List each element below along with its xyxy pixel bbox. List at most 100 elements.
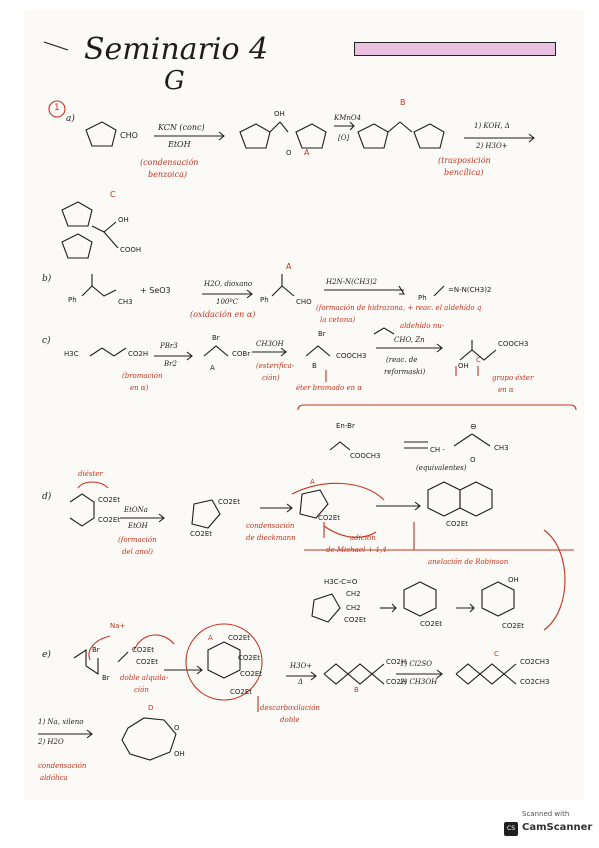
- c-reagent-top: PBr3: [160, 342, 178, 350]
- notebook-page: Seminario 4 G: [24, 10, 584, 800]
- c-red-note3-2: en α: [498, 386, 514, 394]
- e-reagent-top: H3O+: [290, 662, 313, 670]
- structures-drawing: [38, 41, 577, 761]
- c-cooch3-2: COOCH3: [498, 340, 529, 348]
- b-product-ph: Ph: [418, 294, 427, 302]
- f-note-2: aldólica: [40, 774, 68, 782]
- e-label-B: B: [354, 686, 359, 694]
- d-red-top: diéster: [78, 470, 103, 478]
- part-b-label: b): [42, 274, 52, 284]
- e-br2: Br: [102, 674, 110, 682]
- e-co2ch3-2: CO2CH3: [520, 678, 550, 686]
- a-note-2: benzoica): [148, 170, 187, 179]
- c-box-label: En-Br: [336, 422, 355, 430]
- e-label-A: A: [208, 634, 213, 642]
- c-co2h: CO2H: [128, 350, 149, 358]
- f-label-D: D: [148, 704, 154, 712]
- c-box-ch3: CH3: [494, 444, 509, 452]
- d-mech-ch2: CH2: [346, 590, 361, 598]
- e-red-note-1: descarboxilación: [260, 704, 320, 712]
- a-label-A: A: [304, 148, 310, 157]
- c-label-C: C: [476, 356, 481, 364]
- c-note3-2: reformaski): [384, 368, 426, 376]
- d-note2-1: condensación: [246, 522, 295, 530]
- d-mech-ch2b: CH2: [346, 604, 361, 612]
- b-ph: Ph: [68, 296, 77, 304]
- e-reagent2-line1: 1) Cl2SO: [400, 660, 432, 668]
- highlight-bar: [354, 42, 556, 56]
- e-red-note-2: doble: [280, 716, 300, 724]
- part-e-label: e): [42, 650, 51, 660]
- c-note-2: en α): [130, 384, 149, 392]
- b-note2-1: (formación de hidrazona, + reac. el alde…: [316, 304, 482, 312]
- b-ch3: CH3: [118, 298, 133, 306]
- e-co2et-1: CO2Et: [132, 646, 155, 654]
- b-ph2: Ph: [260, 296, 269, 304]
- c-box-equiv: (equivalentes): [416, 464, 467, 472]
- a-oh: OH: [274, 110, 285, 118]
- e-box-co2et-1: CO2Et: [228, 634, 251, 642]
- d-mech-co2et: CO2Et: [344, 616, 367, 624]
- d-mech-co2et2: CO2Et: [420, 620, 443, 628]
- part-d-label: d): [42, 492, 52, 502]
- d-co2et-1: CO2Et: [98, 496, 121, 504]
- d-co2et-4: CO2Et: [190, 530, 213, 538]
- c-reagent3: CHO, Zn: [394, 336, 425, 344]
- a-reagent2-top: KMnO4: [334, 114, 362, 122]
- c-note2-2: ción): [262, 374, 280, 382]
- camscanner-name: CamScanner: [522, 822, 593, 833]
- a-note-1: (condensación: [140, 158, 199, 167]
- camscanner-logo-icon: CS: [504, 822, 518, 836]
- b-note2-2: la cetona): [320, 316, 356, 324]
- d-reagent-bottom: EtOH: [128, 522, 148, 530]
- b-reagent-top: H2O, dioxano: [204, 280, 253, 288]
- c-box-o: O: [470, 456, 476, 464]
- e-br1: Br: [92, 646, 100, 654]
- d-note-1: (formación: [118, 536, 157, 544]
- c-oh: OH: [458, 362, 469, 370]
- e-box-co2et-2: CO2Et: [238, 654, 261, 662]
- a-reagent2-bottom: [O]: [338, 134, 350, 142]
- d-red-note-1: adición: [350, 534, 376, 542]
- b-note: (oxidación en α): [190, 310, 256, 319]
- e-co2h-1: CO2H: [386, 658, 407, 666]
- e-reagent-bottom: Δ: [298, 678, 304, 686]
- c-label-B: B: [312, 362, 317, 370]
- d-co2et-3: CO2Et: [218, 498, 241, 506]
- d-mech-label: H3C-C=O: [324, 578, 358, 586]
- d-red-note2: anelación de Robinson: [428, 558, 509, 566]
- c-h3c: H3C: [64, 350, 79, 358]
- b-reagent2: H2N-N(CH3)2: [326, 278, 378, 286]
- f-o: O: [174, 724, 180, 732]
- d-co2et-2: CO2Et: [98, 516, 121, 524]
- a-reactant-cho: CHO: [120, 131, 138, 140]
- e-note-2: ción: [134, 686, 149, 694]
- c-red-note3-1: grupo éster: [492, 374, 534, 382]
- e-co2ch3-1: CO2CH3: [520, 658, 550, 666]
- c-note-1: (bromación: [122, 372, 163, 380]
- c-br2: Br: [318, 330, 326, 338]
- b-product-tail: =N-N(CH3)2: [448, 286, 492, 294]
- e-co2h-2: CO2H: [386, 678, 407, 686]
- c-oh: OH: [118, 216, 129, 224]
- d-mech-co2et3: CO2Et: [502, 622, 525, 630]
- c-reagent2: CH3OH: [256, 340, 284, 348]
- b-reagent-bottom: 100ºC: [216, 298, 239, 306]
- f-reagent-line1: 1) Na, xileno: [38, 718, 84, 726]
- f-oh: OH: [174, 750, 185, 758]
- c-cooch3: COOCH3: [336, 352, 367, 360]
- d-mech-oh: OH: [508, 576, 519, 584]
- d-reagent-top: EtONa: [124, 506, 148, 514]
- c-note3-1: (reac. de: [386, 356, 418, 364]
- d-red-note-2: de Michael + 1,4: [326, 546, 387, 554]
- part-a-label: a): [66, 114, 75, 124]
- c-note2-1: (esterifica-: [256, 362, 295, 370]
- c-red-note-eter: éter bromado en α: [296, 384, 363, 392]
- d-co2et-6: CO2Et: [446, 520, 469, 528]
- f-note-1: condensación: [38, 762, 87, 770]
- e-na: Na+: [110, 622, 126, 630]
- e-note-1: doble alquila-: [120, 674, 169, 682]
- a-reagent-top: KCN (conc): [158, 123, 205, 132]
- part-c-label: c): [42, 336, 51, 346]
- e-reagent2-line2: 2) CH3OH: [400, 678, 438, 686]
